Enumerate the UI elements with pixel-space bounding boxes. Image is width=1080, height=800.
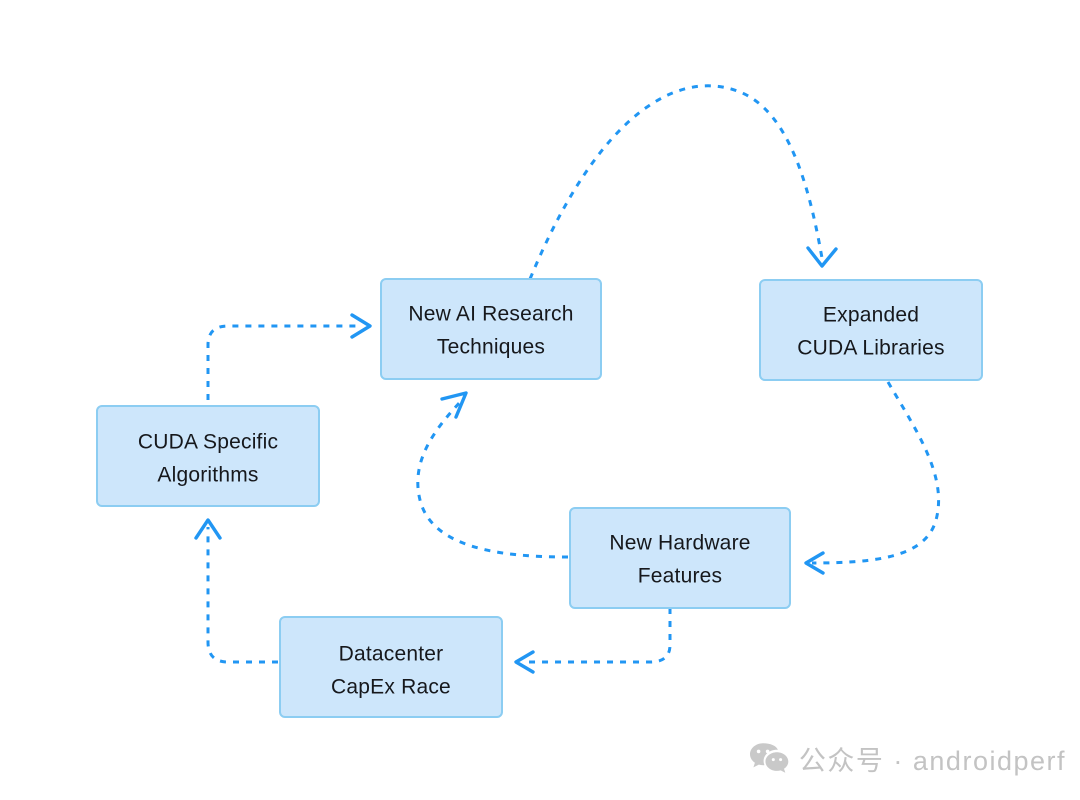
node-new-hardware-features[interactable]: New Hardware Features: [569, 507, 791, 609]
edge-libraries-to-hardware: [804, 381, 941, 575]
edge-hardware-to-research: [416, 391, 569, 559]
edge-hardware-to-capex: [514, 608, 672, 674]
node-box[interactable]: [96, 405, 320, 507]
node-label-line1: New Hardware: [609, 532, 750, 555]
node-label-line2: CUDA Libraries: [797, 337, 945, 360]
node-label-line2: Techniques: [437, 336, 545, 359]
watermark: 公众号 · androidperf: [749, 739, 1066, 778]
edge-algorithms-to-research: [206, 313, 372, 400]
node-label-line1: New AI Research: [408, 303, 573, 326]
node-box[interactable]: [759, 279, 983, 381]
edge-capex-to-algorithms: [194, 518, 278, 664]
node-label-line2: Algorithms: [157, 464, 258, 487]
watermark-text: 公众号 · androidperf: [798, 746, 1066, 776]
node-datacenter-capex-race[interactable]: Datacenter CapEx Race: [279, 616, 503, 718]
node-label-line1: Datacenter: [339, 643, 444, 666]
node-box[interactable]: [279, 616, 503, 718]
node-box[interactable]: [380, 278, 602, 380]
edge-research-to-libraries: [528, 84, 838, 280]
node-box[interactable]: [569, 507, 791, 609]
node-new-ai-research-techniques[interactable]: New AI Research Techniques: [380, 278, 602, 380]
node-label-line1: CUDA Specific: [138, 431, 278, 454]
wechat-icon: [749, 742, 789, 773]
node-label-line2: CapEx Race: [331, 676, 451, 699]
node-cuda-specific-algorithms[interactable]: CUDA Specific Algorithms: [96, 405, 320, 507]
node-expanded-cuda-libraries[interactable]: Expanded CUDA Libraries: [759, 279, 983, 381]
node-label-line2: Features: [638, 565, 722, 588]
node-label-line1: Expanded: [823, 304, 919, 327]
